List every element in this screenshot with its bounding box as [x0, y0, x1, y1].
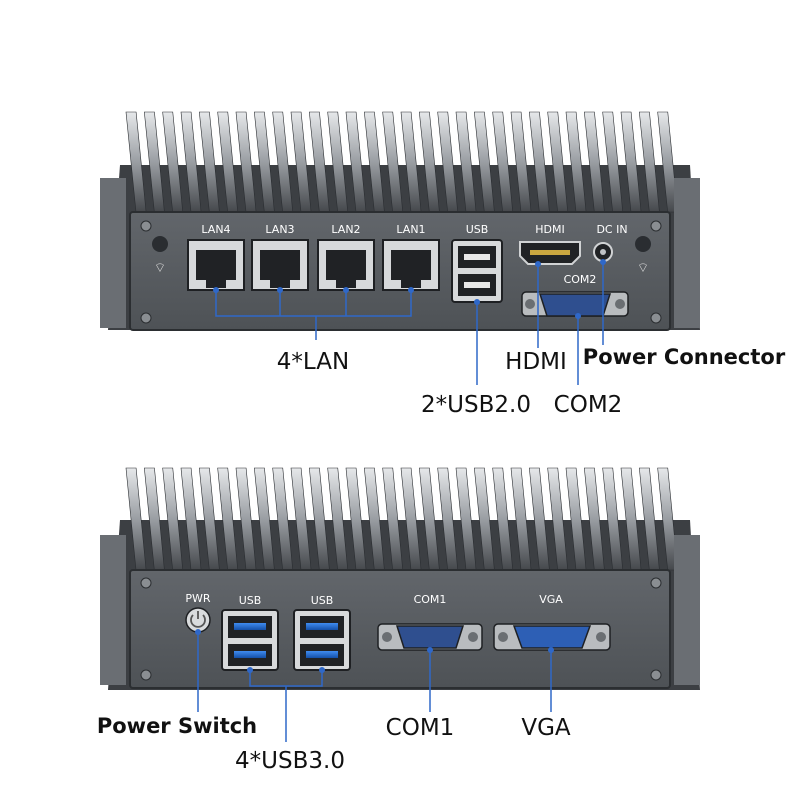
lan-port-2[interactable]: [317, 239, 375, 291]
lan4-label: LAN4: [201, 223, 230, 236]
usb3-port-stack-left[interactable]: [221, 609, 279, 671]
lan1-label: LAN1: [396, 223, 425, 236]
com1-label: COM1: [414, 593, 447, 606]
lan-port-3[interactable]: [251, 239, 309, 291]
power-switch-button[interactable]: [185, 607, 211, 633]
top-heatsink-fins: [125, 111, 679, 213]
hdmi-port[interactable]: [519, 241, 581, 265]
bottom-side-fins-left: [100, 535, 126, 685]
lan-port-1[interactable]: [382, 239, 440, 291]
bottom-heatsink-fins: [125, 467, 679, 571]
callout-vga: VGA: [521, 715, 571, 741]
lan-port-4[interactable]: [187, 239, 245, 291]
hdmi-label: HDMI: [535, 223, 564, 236]
pwr-label: PWR: [185, 592, 211, 605]
lan3-label: LAN3: [265, 223, 294, 236]
top-callout-lines: [215, 262, 604, 385]
wifi-icon: ⌔: [154, 261, 166, 276]
usb-left-label: USB: [239, 594, 262, 607]
usb2-port-stack[interactable]: [451, 239, 503, 303]
bottom-side-fins-right: [674, 535, 700, 685]
antenna-mount-right: [635, 236, 651, 252]
lan2-label: LAN2: [331, 223, 360, 236]
callout-4-lan: 4*LAN: [277, 349, 349, 375]
callout-power-switch: Power Switch: [97, 714, 257, 738]
callout-com2: COM2: [554, 392, 623, 418]
vga-port[interactable]: [493, 623, 611, 651]
callout-4-usb3: 4*USB3.0: [235, 748, 345, 774]
callout-com1: COM1: [386, 715, 455, 741]
usb-right-label: USB: [311, 594, 334, 607]
com1-port[interactable]: [377, 623, 483, 651]
com2-label: COM2: [564, 273, 597, 286]
callout-2-usb2: 2*USB2.0: [421, 392, 531, 418]
dc-in-port[interactable]: [593, 242, 613, 262]
top-device: ⌔ ⌔ LAN4 LAN3 LAN2 LAN1: [100, 111, 700, 331]
usb3-port-stack-right[interactable]: [293, 609, 351, 671]
top-screws: [140, 220, 662, 324]
bottom-device: PWR USB USB COM1: [100, 467, 700, 690]
bottom-screws: [140, 577, 662, 681]
dc-in-label: DC IN: [596, 223, 627, 236]
vga-label: VGA: [539, 593, 563, 606]
bottom-callout-lines: [197, 632, 552, 742]
top-side-fins-left: [100, 178, 126, 328]
usb-top-label: USB: [466, 223, 489, 236]
top-side-fins-right: [674, 178, 700, 328]
bottom-callout-dots: [195, 629, 554, 673]
wifi-icon: ⌔: [637, 261, 649, 276]
callout-power-connector: Power Connector: [583, 345, 786, 369]
top-callout-dots: [213, 259, 606, 319]
antenna-mount-left: [152, 236, 168, 252]
callout-hdmi: HDMI: [505, 349, 567, 375]
